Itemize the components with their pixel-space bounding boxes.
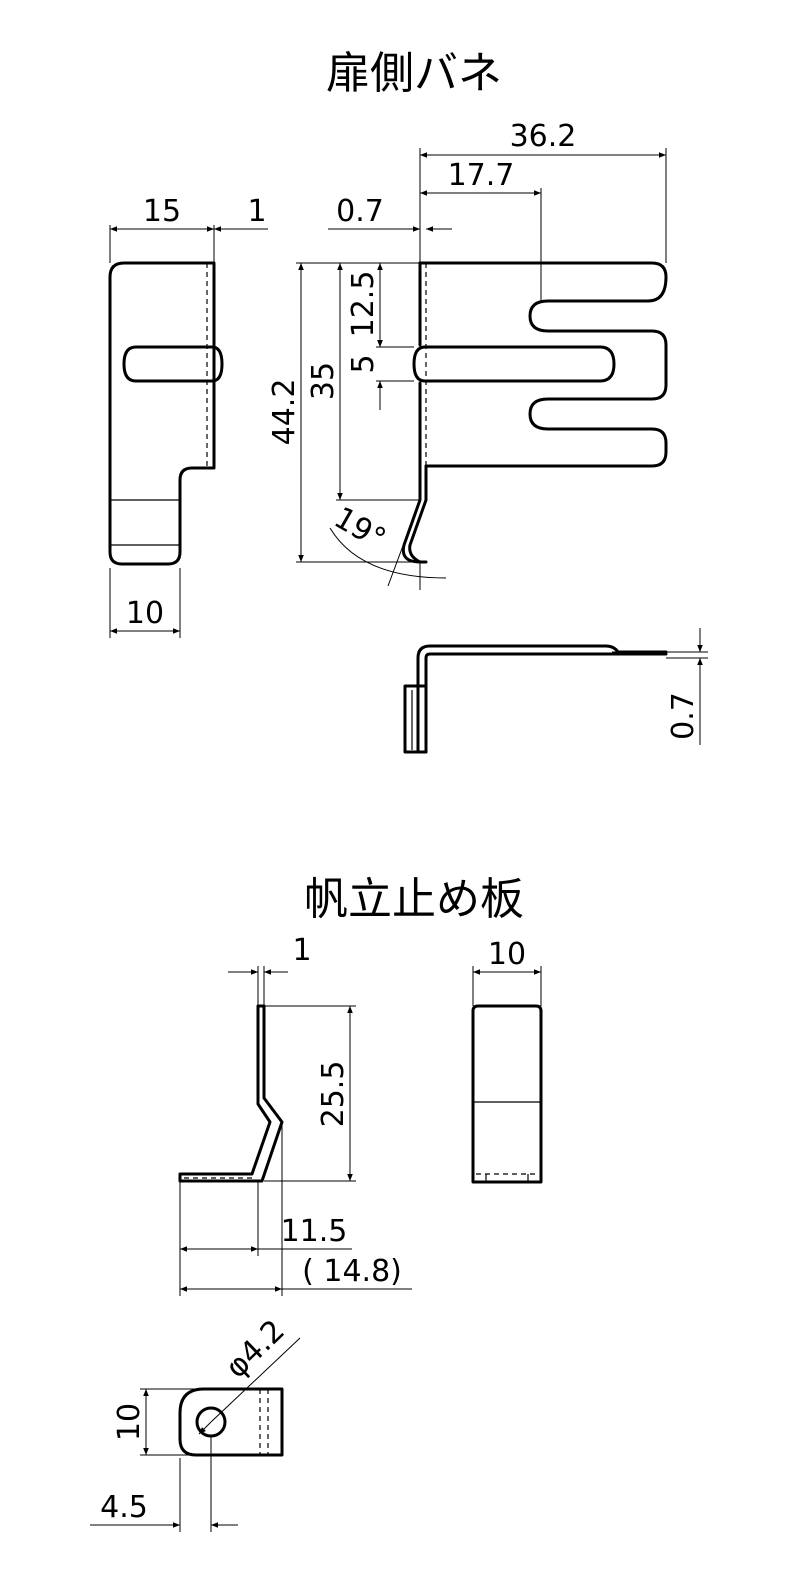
dim-25-5: 25.5 <box>316 1061 351 1128</box>
plate-top-view: φ4.2 10 4.5 <box>90 1313 301 1532</box>
plate-title: 帆立止め板 <box>304 874 524 925</box>
plate-side-view: 1 25.5 11.5 ( 14.8) <box>178 933 412 1296</box>
dim-36-2: 36.2 <box>510 119 577 154</box>
dim-19-degrees: 19° <box>328 500 392 557</box>
dim-17-7: 17.7 <box>448 158 515 193</box>
dim-1: 1 <box>247 194 266 229</box>
dim-14-8: ( 14.8) <box>302 1254 402 1289</box>
dim-10-plate: 10 <box>488 937 526 972</box>
dim-10-plate-side: 10 <box>112 1403 147 1441</box>
dim-phi-4-2: φ4.2 <box>219 1313 292 1385</box>
dim-0-7-top: 0.7 <box>336 194 384 229</box>
dim-0-7-side: 0.7 <box>666 692 701 740</box>
spring-side-view: 0.7 <box>403 628 708 754</box>
plate-front-view: 10 <box>471 937 543 1184</box>
spring-title: 扉側バネ <box>326 48 502 99</box>
dim-35: 35 <box>306 362 341 400</box>
dim-1-plate: 1 <box>292 933 311 968</box>
dim-12-5: 12.5 <box>346 271 381 338</box>
dim-10: 10 <box>126 596 164 631</box>
dim-44-2: 44.2 <box>267 379 302 446</box>
dim-4-5: 4.5 <box>100 1490 148 1525</box>
spring-left-view: 15 1 10 <box>108 194 268 638</box>
spring-front-view: 36.2 17.7 0.7 12.5 5 35 44.2 19° <box>267 119 668 590</box>
dim-15: 15 <box>143 194 181 229</box>
dim-5: 5 <box>346 354 381 373</box>
dim-11-5: 11.5 <box>281 1214 348 1249</box>
